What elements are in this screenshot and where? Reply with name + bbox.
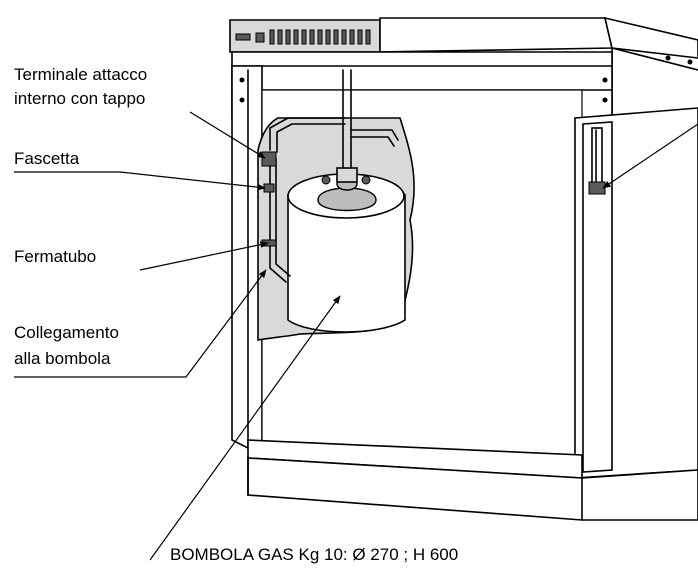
label-bombola-caption: BOMBOLA GAS Kg 10: Ø 270 ; H 600: [170, 545, 458, 564]
hose-clamp: [263, 183, 275, 193]
leader-collegamento: [14, 269, 267, 378]
labels: Terminale attacco interno con tappo Fasc…: [14, 65, 458, 564]
gas-pipe-left: [269, 117, 346, 151]
screw: [239, 97, 245, 103]
gas-hose: [269, 157, 287, 283]
door-frame-strip: [582, 121, 613, 473]
label-collegamento-line2: alla bombola: [14, 349, 111, 368]
cylinder-valve-guard: [317, 187, 377, 212]
leader-bombola: [149, 295, 341, 561]
valve-knob: [361, 175, 371, 185]
label-fermatubo: Fermatubo: [14, 247, 96, 266]
gas-cylinder: [287, 167, 406, 333]
label-fascetta: Fascetta: [14, 149, 80, 168]
valve-knob: [321, 175, 331, 185]
worktop-top: [379, 17, 614, 53]
cutaway-view: [257, 69, 415, 341]
screw: [687, 59, 693, 65]
gas-pipe-right: [350, 129, 399, 141]
pipe-stop: [261, 239, 277, 247]
label-collegamento-line1: Collegamento: [14, 323, 119, 342]
worktop-right-extension: [603, 16, 698, 59]
burner-vent-slots: [235, 29, 371, 45]
right-terminal-fitting: [588, 181, 606, 195]
screw: [602, 97, 608, 103]
screw: [602, 77, 608, 83]
leader-fascetta: [14, 171, 266, 191]
leader-right-terminal: [602, 123, 698, 189]
cylinder-regulator: [336, 167, 358, 183]
screw: [665, 55, 671, 61]
right-pipe-assembly: [588, 127, 606, 195]
terminal-fitting: [261, 151, 277, 167]
leader-terminal: [189, 111, 266, 159]
leader-fermatubo: [139, 241, 269, 271]
leader-lines: [14, 111, 698, 561]
screw: [239, 77, 245, 83]
label-terminal-line2: interno con tappo: [14, 89, 145, 108]
label-terminal-line1: Terminale attacco: [14, 65, 147, 84]
